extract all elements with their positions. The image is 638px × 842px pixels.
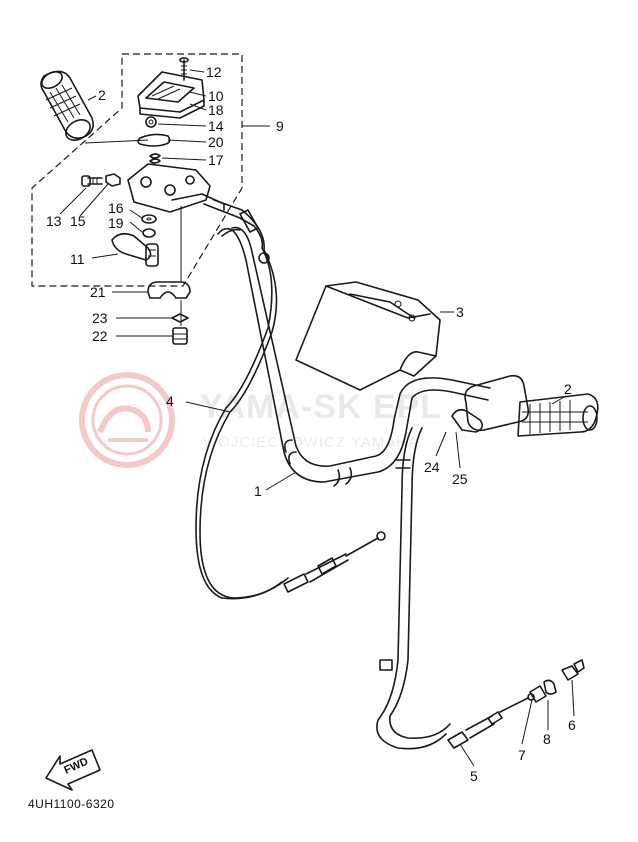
callout-20: 20: [208, 134, 224, 150]
watermark: YAMA-SK EPL WOJCIECHOWICZ YAMAHA: [79, 372, 442, 468]
callout-16: 16: [108, 200, 124, 216]
callout-3: 3: [456, 304, 464, 320]
washer-23: [171, 313, 189, 323]
nut-15: [105, 173, 121, 187]
switch-upper-housing: [137, 71, 205, 119]
callout-2-left: 2: [98, 87, 106, 103]
callout-24: 24: [424, 459, 440, 475]
callout-4: 4: [166, 393, 174, 409]
plate-20: [137, 133, 171, 147]
clamp-21: [147, 281, 191, 299]
watermark-main-text: YAMA-SK EPL: [200, 388, 442, 426]
handlebar: [217, 226, 491, 487]
callout-13: 13: [46, 213, 62, 229]
callout-6: 6: [568, 717, 576, 733]
washer-14: [145, 116, 157, 128]
leader-lines: [59, 69, 575, 767]
callout-2-right: 2: [564, 381, 572, 397]
callout-8: 8: [543, 731, 551, 747]
callout-15: 15: [70, 213, 86, 229]
callout-10: 10: [208, 88, 224, 104]
callout-14: 14: [208, 118, 224, 134]
diagram-code: 4UH1100-6320: [28, 797, 115, 811]
callout-labels: 2 12 10 18 14 20 17 9 13 15 16 19 11 21 …: [46, 64, 576, 784]
callout-9: 9: [276, 118, 284, 134]
throttle-lever-11: [111, 232, 159, 267]
screw-13: [81, 175, 103, 187]
callout-19: 19: [108, 215, 124, 231]
callout-17: 17: [208, 152, 224, 168]
right-grip: [451, 374, 599, 437]
callout-11: 11: [70, 251, 85, 267]
callout-25: 25: [452, 471, 468, 487]
callout-23: 23: [92, 310, 108, 326]
switch-lower-housing: [127, 163, 225, 213]
adjuster-8: [529, 679, 557, 703]
washer-19: [142, 228, 156, 238]
callout-7: 7: [518, 747, 526, 763]
callout-18: 18: [208, 102, 224, 118]
cable-5: [376, 427, 535, 750]
watermark-logo: [79, 372, 175, 468]
nut-6: [561, 659, 585, 681]
callout-21: 21: [90, 284, 106, 300]
washer-16: [141, 214, 157, 224]
fwd-arrow-icon: FWD: [45, 749, 101, 791]
handlebar-cover-3: [295, 281, 441, 391]
watermark-sub-text: WOJCIECHOWICZ YAMAHA: [203, 434, 419, 451]
callout-5: 5: [470, 768, 478, 784]
left-grip: [40, 70, 94, 141]
spring-17: [149, 153, 161, 164]
callout-12: 12: [206, 64, 222, 80]
callout-1: 1: [254, 483, 262, 499]
callout-22: 22: [92, 328, 108, 344]
bolt-22: [172, 327, 188, 345]
switch-assembly-boundary: [31, 53, 243, 287]
fwd-label: FWD: [62, 756, 90, 777]
